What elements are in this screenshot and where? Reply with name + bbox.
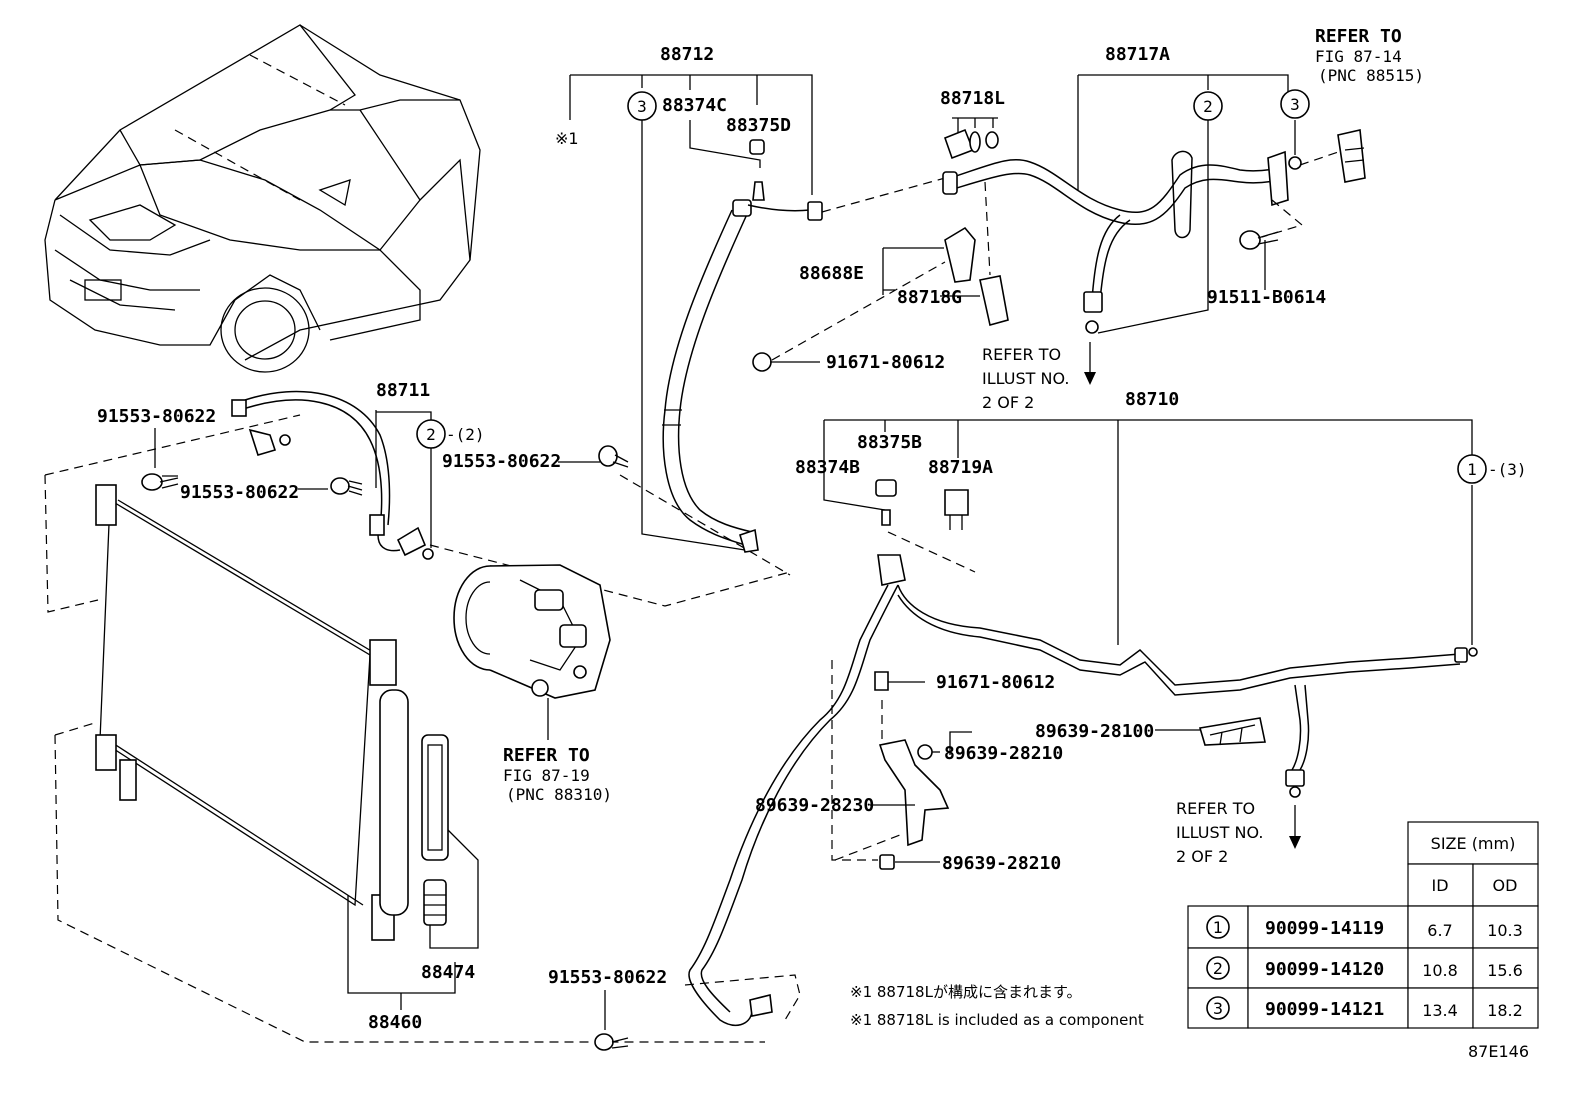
note-english: ※1 88718L is included as a component [850, 1011, 1144, 1029]
label-91553-80622-a: 91553-80622 [97, 406, 216, 427]
label-91553-80622-d: 91553-80622 [548, 967, 667, 988]
circle-ref-2-discharge: 2 [416, 419, 446, 449]
label-refer-fig-87-14-l2: FIG 87-14 [1315, 47, 1402, 66]
label-88375B: 88375B [857, 432, 922, 453]
size-table-row: 1 90099-14119 6.7 10.3 [1187, 905, 1539, 949]
label-91553-80622-c: 91553-80622 [442, 451, 561, 472]
label-refer-fig-87-14-l3: (PNC 88515) [1318, 66, 1424, 85]
label-88374C: 88374C [662, 95, 727, 116]
label-88374B: 88374B [795, 457, 860, 478]
label-refer-illust-b-l2: ILLUST NO. [1176, 823, 1263, 842]
label-refer-fig-87-14-l1: REFER TO [1315, 26, 1402, 47]
svg-text:90099-14120: 90099-14120 [1265, 959, 1384, 980]
size-table-col-od: OD [1493, 876, 1518, 895]
suction-hose-88712 [558, 74, 946, 576]
label-91511-B0614: 91511-B0614 [1207, 287, 1326, 308]
label-88718G: 88718G [897, 287, 962, 308]
svg-text:90099-14119: 90099-14119 [1265, 918, 1384, 939]
label-88460: 88460 [368, 1012, 422, 1033]
svg-text:2: 2 [1203, 97, 1213, 116]
label-note-mark: ※1 [555, 129, 579, 148]
svg-text:18.2: 18.2 [1487, 1001, 1523, 1020]
svg-text:2: 2 [1213, 959, 1223, 978]
svg-text:15.6: 15.6 [1487, 961, 1523, 980]
label-88688E: 88688E [799, 263, 864, 284]
label-89639-28100: 89639-28100 [1035, 721, 1154, 742]
label-88375D: 88375D [726, 115, 791, 136]
label-refer-illust-b-l1: REFER TO [1176, 799, 1255, 818]
label-88711: 88711 [376, 380, 430, 401]
label-88474: 88474 [421, 962, 475, 983]
liquid-tube-88710 [594, 419, 1478, 1051]
svg-text:10.8: 10.8 [1422, 961, 1458, 980]
svg-text:3: 3 [1213, 999, 1223, 1018]
circle-ref-3-tube: 3 [1280, 89, 1310, 119]
label-refer-illust-b-l3: 2 OF 2 [1176, 847, 1228, 866]
label-89639-28210-b: 89639-28210 [942, 853, 1061, 874]
circle-ref-3-suction: 3 [627, 91, 657, 121]
svg-text:10.3: 10.3 [1487, 921, 1523, 940]
svg-text:3: 3 [1290, 95, 1300, 114]
size-table-col-id: ID [1431, 876, 1448, 895]
label-refer-fig-87-19-l2: FIG 87-19 [503, 766, 590, 785]
svg-text:13.4: 13.4 [1422, 1001, 1458, 1020]
label-circle2-sub: -(2) [446, 425, 485, 444]
svg-text:3: 3 [637, 97, 647, 116]
label-89639-28210-a: 89639-28210 [944, 743, 1063, 764]
label-91671-80612-b: 91671-80612 [936, 672, 1055, 693]
label-refer-illust-a-l2: ILLUST NO. [982, 369, 1069, 388]
size-table-row: 3 90099-14121 13.4 18.2 [1187, 987, 1539, 1029]
label-88718L: 88718L [940, 88, 1005, 109]
label-88710: 88710 [1125, 389, 1179, 410]
figure-id: 87E146 [1468, 1042, 1529, 1061]
label-refer-fig-87-19-l3: (PNC 88310) [506, 785, 612, 804]
label-refer-illust-a-l3: 2 OF 2 [982, 393, 1034, 412]
label-refer-fig-87-19-l1: REFER TO [503, 745, 590, 766]
circle-ref-2-tube: 2 [1193, 91, 1223, 121]
compressor-illustration [453, 564, 611, 740]
svg-text:6.7: 6.7 [1427, 921, 1452, 940]
svg-text:1: 1 [1467, 460, 1477, 479]
size-table-header: SIZE (mm) [1431, 834, 1516, 853]
label-88719A: 88719A [928, 457, 993, 478]
label-refer-illust-a-l1: REFER TO [982, 345, 1061, 364]
label-91671-80612-a: 91671-80612 [826, 352, 945, 373]
svg-text:90099-14121: 90099-14121 [1265, 999, 1384, 1020]
tube-88717A [752, 74, 1366, 385]
vehicle-illustration [44, 24, 481, 373]
label-89639-28230: 89639-28230 [755, 795, 874, 816]
size-table: SIZE (mm) ID OD 1 90099-14119 6.7 10.3 2… [1187, 821, 1539, 1029]
size-table-row: 2 90099-14120 10.8 15.6 [1187, 947, 1539, 989]
circle-ref-1-liquid: 1 [1457, 454, 1487, 484]
label-91553-80622-b: 91553-80622 [180, 482, 299, 503]
note-japanese: ※1 88718Lが構成に含まれます。 [850, 983, 1081, 1001]
label-88717A: 88717A [1105, 44, 1170, 65]
svg-text:2: 2 [426, 425, 436, 444]
svg-text:1: 1 [1213, 918, 1223, 937]
condenser-assembly [44, 414, 765, 1043]
label-88712: 88712 [660, 44, 714, 65]
label-circle1-sub: -(3) [1488, 460, 1527, 479]
